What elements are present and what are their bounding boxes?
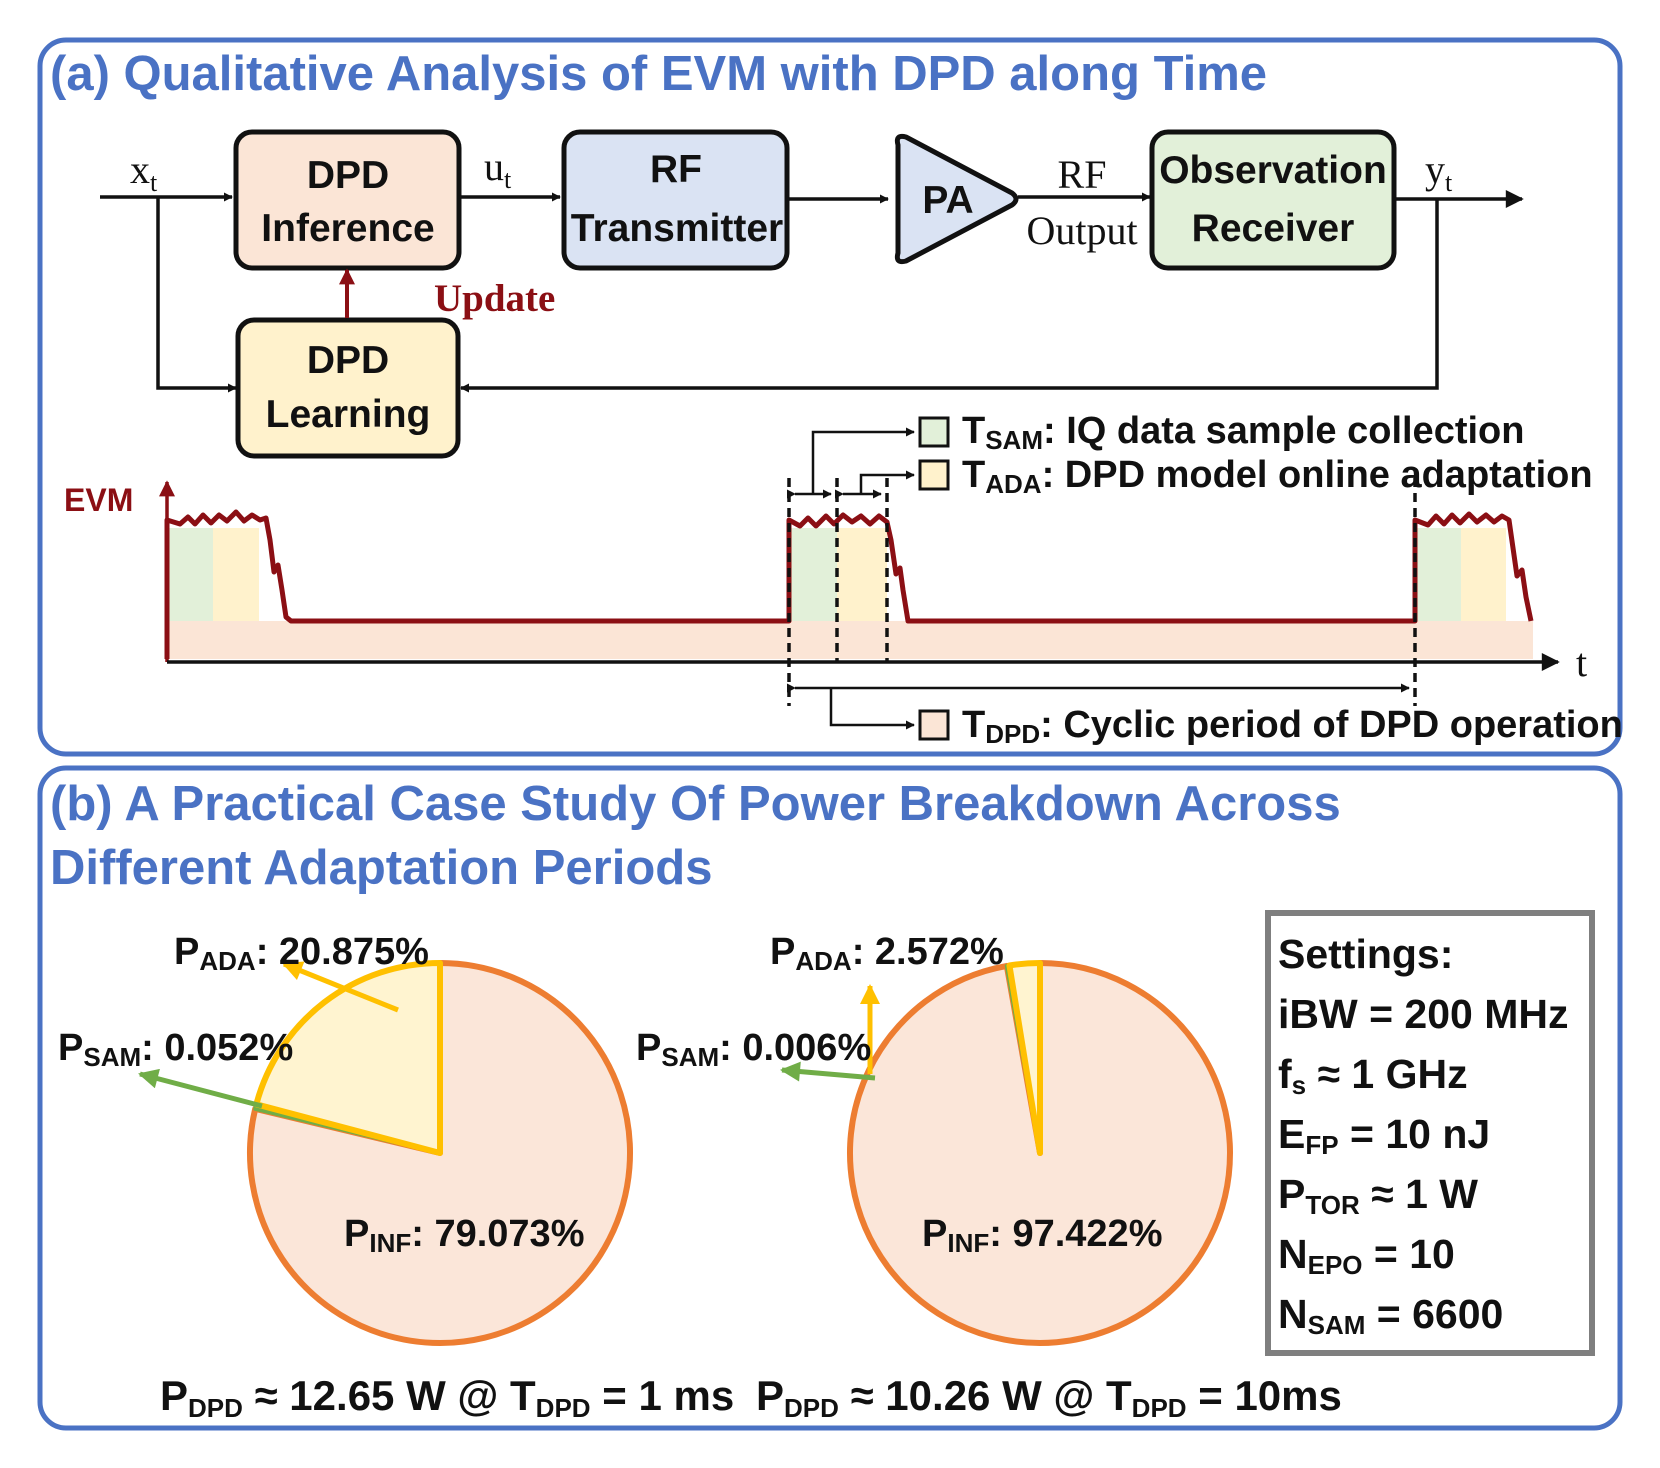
u-t-label: ut	[484, 144, 512, 194]
dpd-learning-block	[235, 317, 461, 459]
sam-window-3	[1415, 528, 1461, 621]
panel-b-title-line1: (b) A Practical Case Study Of Power Brea…	[50, 777, 1341, 831]
pie-1-sam-leader	[138, 1068, 263, 1109]
panel-b: (b) A Practical Case Study Of Power Brea…	[37, 765, 1623, 1431]
settings-ibw: iBW = 200 MHz	[1278, 991, 1569, 1037]
pie-2-sam-label: PSAM: 0.006%	[636, 1027, 871, 1072]
panel-b-frame	[37, 765, 1623, 1431]
y-t-label: yt	[1425, 147, 1453, 197]
pie-2-sam-leader	[780, 1061, 876, 1082]
panel-a: (a) Qualitative Analysis of EVM with DPD…	[37, 37, 1623, 757]
rf-transmitter-line1: RF	[650, 148, 702, 191]
pie-1-ada-leader	[282, 961, 399, 1013]
dpd-inference-block	[233, 129, 462, 271]
rf-output-line2: Output	[1026, 208, 1137, 253]
pie-1-caption: PDPD ≈ 12.65 W @ TDPD = 1 ms	[160, 1372, 734, 1423]
dpd-learning-line1: DPD	[307, 339, 389, 382]
legend-tsam: TSAM: IQ data sample collection	[962, 410, 1524, 455]
pie-2-slice-p-ada	[1006, 960, 1043, 1156]
legend-tada: TADA: DPD model online adaptation	[962, 454, 1593, 499]
rf-output-line1: RF	[1058, 152, 1107, 197]
evm-curve	[164, 509, 1534, 659]
legend-swatch-tada	[918, 459, 950, 491]
time-axis-label: t	[1576, 640, 1587, 685]
pa-label: PA	[922, 179, 973, 222]
legend-tdpd: TDPD: Cyclic period of DPD operation	[962, 704, 1623, 749]
settings-efp: EFP = 10 nJ	[1278, 1111, 1490, 1160]
pie-1-ada-label: PADA: 20.875%	[174, 931, 429, 976]
settings-fs: fs ≈ 1 GHz	[1278, 1051, 1468, 1100]
dpd-inference-line1: DPD	[307, 154, 389, 197]
pie-chart-2: PADA: 2.572% PSAM: 0.006% PINF: 97.422%	[636, 931, 1233, 1346]
panel-b-title-line2: Different Adaptation Periods	[50, 841, 712, 895]
pie-2-caption: PDPD ≈ 10.26 W @ TDPD = 10ms	[756, 1372, 1342, 1423]
legend-swatch-tdpd	[918, 709, 950, 741]
ada-window-3	[1461, 528, 1506, 621]
dpd-inference-line2: Inference	[261, 207, 434, 250]
panel-a-title: (a) Qualitative Analysis of EVM with DPD…	[50, 47, 1267, 101]
legend: TSAM: IQ data sample collection TADA: DP…	[918, 410, 1623, 749]
settings-heading: Settings:	[1278, 931, 1453, 977]
sam-window-2	[789, 528, 837, 621]
pie-2-slices	[847, 960, 1233, 1346]
panel-a-frame	[37, 37, 1623, 757]
tsam-leader	[811, 427, 915, 494]
dpd-learning-line2: Learning	[266, 393, 431, 436]
pie-2-inf-label: PINF: 97.422%	[922, 1213, 1162, 1258]
observation-receiver-line1: Observation	[1159, 149, 1387, 192]
settings-nsam: NSAM = 6600	[1278, 1291, 1503, 1340]
pa-triangle	[894, 133, 1019, 265]
observation-receiver-line2: Receiver	[1192, 207, 1355, 250]
pie-1-inf-label: PINF: 79.073%	[344, 1213, 584, 1258]
feedback-path	[460, 199, 1439, 393]
sam-window-1	[167, 528, 213, 621]
pie-1-sam-label: PSAM: 0.052%	[58, 1027, 293, 1072]
dpd-period-band	[167, 621, 1533, 659]
pie-1-slices	[247, 960, 633, 1346]
ada-window-2	[837, 528, 887, 621]
x-branch-to-learning	[156, 197, 237, 393]
settings-box: Settings: iBW = 200 MHz fs ≈ 1 GHz EFP =…	[1265, 910, 1595, 1356]
legend-swatch-tsam	[918, 416, 950, 448]
evm-timeline: EVM t TSAM: IQ data sample collection	[64, 410, 1623, 749]
block-diagram: xt DPD Inference ut RF Transmitter PA	[100, 129, 1524, 459]
settings-nepo: NEPO = 10	[1278, 1231, 1455, 1280]
ada-window-1	[213, 528, 259, 621]
rf-transmitter-line2: Transmitter	[571, 207, 783, 250]
settings-ptor: PTOR ≈ 1 W	[1278, 1171, 1478, 1220]
tada-leader	[859, 470, 915, 494]
evm-axis-label: EVM	[64, 482, 133, 518]
pie-2-ada-label: PADA: 2.572%	[770, 931, 1004, 976]
pie-chart-1: PADA: 20.875% PSAM: 0.052% PINF: 79.073%	[58, 931, 633, 1346]
tdpd-leader	[829, 688, 915, 730]
update-label: Update	[434, 277, 555, 320]
settings-frame	[1265, 910, 1595, 1356]
x-t-label: xt	[130, 147, 158, 197]
